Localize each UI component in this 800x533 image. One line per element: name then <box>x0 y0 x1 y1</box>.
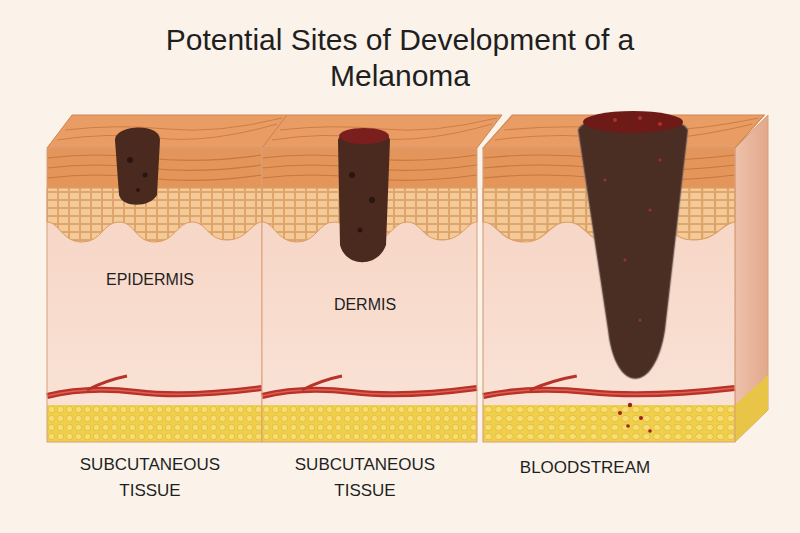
layer-label: BLOODSTREAM <box>490 455 680 481</box>
diagram-title: Potential Sites of Development of a Mela… <box>165 22 635 94</box>
layer-label: SUBCUTANEOUS TISSUE <box>55 452 245 504</box>
layer-label: DERMIS <box>295 295 435 315</box>
layer-label: EPIDERMIS <box>80 270 220 290</box>
layer-label: SUBCUTANEOUS TISSUE <box>270 452 460 504</box>
